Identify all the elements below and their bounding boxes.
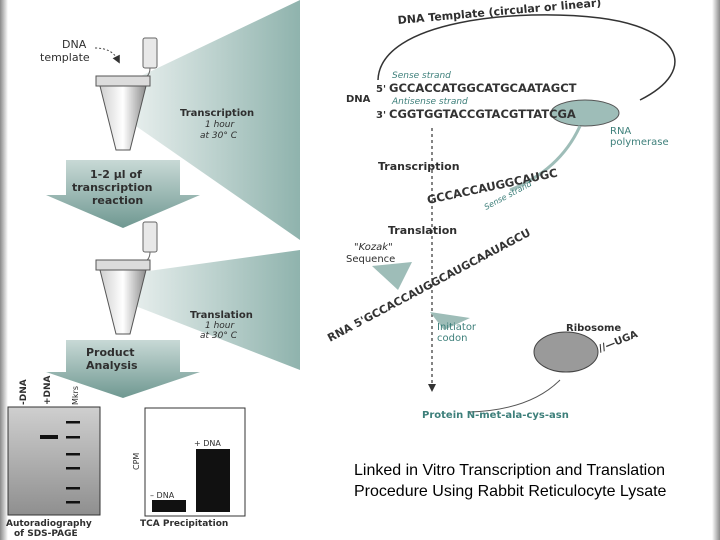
gel-caption-line2: of SDS-PAGE bbox=[14, 529, 78, 539]
dna-template-label-2: template bbox=[40, 51, 90, 64]
dna-label: DNA bbox=[346, 94, 371, 105]
tca-bar-label-plus-dna: + DNA bbox=[194, 439, 221, 448]
protein-label: Protein N-met-ala-cys-asn bbox=[422, 410, 569, 421]
sense-sequence: GCCACCATGGCATGCAATAGCT bbox=[389, 81, 577, 95]
tca-bar-plus-dna bbox=[196, 449, 230, 512]
translation-step-line2: at 30° C bbox=[200, 331, 238, 341]
tca-ylabel: CPM bbox=[132, 453, 141, 470]
gel-lane-label-minus-dna: -DNA bbox=[19, 379, 29, 405]
transcription-step-title: Transcription bbox=[180, 108, 254, 119]
kozak-line1: "Kozak" bbox=[354, 242, 393, 253]
translation-label: Translation bbox=[388, 224, 457, 237]
gel-band-plus-dna bbox=[40, 435, 58, 439]
sds-page-gel: -DNA +DNA Mkrs Autoradiography of SDS-PA… bbox=[6, 375, 101, 539]
tca-bar-label-minus-dna: – DNA bbox=[150, 491, 175, 500]
product-analysis-line1: Product bbox=[86, 346, 135, 359]
left-edge-shade bbox=[0, 0, 8, 540]
translation-fan bbox=[120, 250, 300, 370]
initiator-pointer bbox=[430, 312, 470, 330]
transcription-step-line1: 1 hour bbox=[205, 120, 236, 130]
dna-add-arrow bbox=[94, 47, 120, 64]
transcription-fan bbox=[120, 0, 300, 240]
transfer-arrow bbox=[46, 160, 200, 228]
translation-step-title: Translation bbox=[190, 310, 253, 321]
rna-polymerase-line1: RNA bbox=[610, 126, 631, 137]
tube-2 bbox=[95, 221, 158, 335]
figure-caption: Linked in Vitro Transcription and Transl… bbox=[354, 462, 667, 500]
transcription-label: Transcription bbox=[378, 160, 460, 173]
antisense-strand-label: Antisense strand bbox=[391, 97, 468, 107]
ribosome bbox=[533, 331, 599, 373]
tca-precipitation-chart: CPM – DNA + DNA TCA Precipitation bbox=[132, 407, 246, 529]
sense-strand-label: Sense strand bbox=[392, 71, 451, 81]
transfer-line1: 1-2 µl of bbox=[90, 168, 142, 181]
transfer-line3: reaction bbox=[92, 194, 143, 207]
rna-polymerase-line2: polymerase bbox=[610, 137, 669, 148]
ribosome-label: Ribosome bbox=[566, 323, 621, 334]
kozak-line2: Sequence bbox=[346, 254, 395, 265]
initiator-line1: Initiator bbox=[437, 322, 477, 333]
tca-bar-minus-dna bbox=[152, 500, 186, 512]
marker-ladder bbox=[66, 421, 80, 504]
nascent-rna-curve bbox=[509, 125, 582, 192]
kozak-pointer bbox=[372, 262, 412, 290]
dna-template-label-1: DNA bbox=[62, 38, 87, 51]
gel-caption-line1: Autoradiography bbox=[6, 519, 92, 529]
antisense-sequence: CGGTGGTACCGTACGTTATCGA bbox=[389, 107, 576, 121]
protein-chain bbox=[469, 379, 561, 413]
transcription-step-line2: at 30° C bbox=[200, 131, 238, 141]
tube-1 bbox=[95, 37, 158, 151]
initiator-line2: codon bbox=[437, 333, 467, 344]
transfer-line2: transcription bbox=[72, 181, 153, 194]
tca-caption: TCA Precipitation bbox=[140, 519, 228, 529]
gel-lane-label-plus-dna: +DNA bbox=[43, 375, 53, 405]
product-analysis-arrow bbox=[46, 340, 200, 398]
translation-step-line1: 1 hour bbox=[205, 321, 236, 331]
rna-polymerase-blob bbox=[550, 99, 620, 127]
flow-line-arrowhead bbox=[428, 384, 436, 392]
five-prime-marker: 5' bbox=[376, 84, 386, 95]
gel-lane-label-markers: Mkrs bbox=[71, 386, 80, 405]
three-prime-marker: 3' bbox=[376, 110, 386, 121]
right-edge-shade bbox=[712, 0, 720, 540]
template-arc bbox=[377, 14, 676, 101]
template-arc-label: DNA Template (circular or linear) bbox=[397, 0, 602, 27]
product-analysis-line2: Analysis bbox=[86, 359, 138, 372]
